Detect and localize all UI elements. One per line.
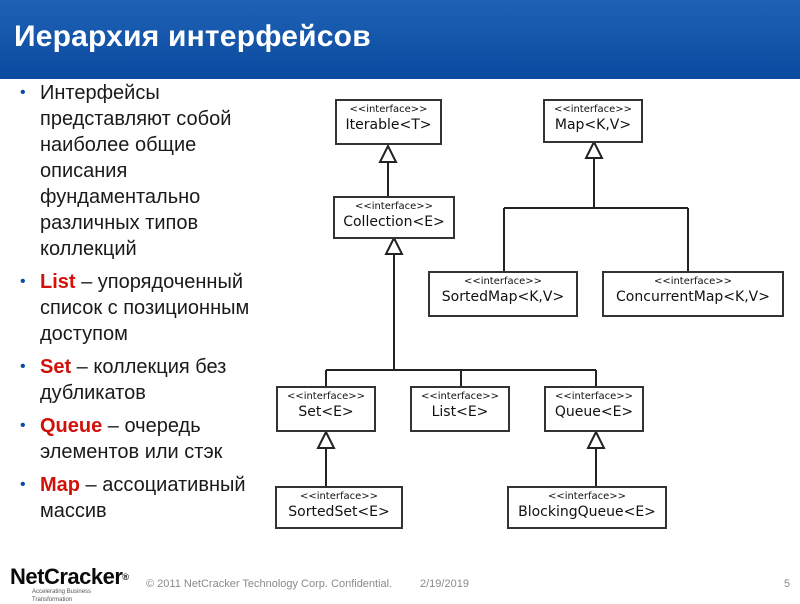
- node-label: BlockingQueue<E>: [518, 504, 656, 520]
- node-map: <<interface>> Map<K,V>: [543, 99, 643, 143]
- bullet-line: список с позиционным: [40, 297, 250, 319]
- stereotype-label: <<interface>>: [354, 201, 434, 212]
- keyword-queue: Queue: [40, 415, 103, 437]
- node-concurrentmap: <<interface>> ConcurrentMap<K,V>: [602, 271, 784, 317]
- logo-text: NetCracker: [10, 564, 123, 589]
- stereotype-label: <<interface>>: [349, 104, 428, 115]
- bullet-line: массив: [40, 500, 107, 522]
- node-list: <<interface>> List<E>: [410, 386, 510, 432]
- bullet-line: – упорядоченный: [75, 271, 244, 293]
- bullet-set-desc: • Set – коллекция без дубликатов: [18, 354, 280, 406]
- bullet-interfaces: • Интерфейсы представляют собой наиболее…: [18, 80, 280, 262]
- node-set: <<interface>> Set<E>: [276, 386, 376, 432]
- bullet-line: – очередь: [102, 415, 201, 437]
- arrowhead-map-icon: [584, 139, 604, 159]
- node-label: Set<E>: [298, 404, 354, 420]
- footer-date: 2/19/2019: [420, 578, 469, 590]
- stereotype-label: <<interface>>: [553, 104, 633, 115]
- bullet-dot-icon: •: [20, 476, 26, 493]
- stereotype-label: <<interface>>: [286, 391, 366, 402]
- node-label: SortedSet<E>: [288, 504, 390, 520]
- bullet-queue-desc: • Queue – очередь элементов или стэк: [18, 413, 280, 465]
- bullet-line: элементов или стэк: [40, 441, 223, 463]
- footer-copyright: © 2011 NetCracker Technology Corp. Confi…: [146, 578, 393, 590]
- keyword-list: List: [40, 271, 76, 293]
- bullet-line: доступом: [40, 323, 128, 345]
- node-collection: <<interface>> Collection<E>: [333, 196, 455, 239]
- node-label: ConcurrentMap<K,V>: [616, 289, 770, 305]
- arrowhead-set-icon: [316, 429, 336, 449]
- node-sortedset: <<interface>> SortedSet<E>: [275, 486, 403, 529]
- stereotype-label: <<interface>>: [463, 276, 543, 287]
- bullet-list-desc: • List – упорядоченный список с позицион…: [18, 269, 280, 347]
- bullet-dot-icon: •: [20, 273, 26, 290]
- header-bar: Иерархия интерфейсов: [0, 0, 800, 79]
- node-iterable: <<interface>> Iterable<T>: [335, 99, 442, 145]
- bullet-line: различных типов: [40, 212, 199, 234]
- node-sortedmap: <<interface>> SortedMap<K,V>: [428, 271, 578, 317]
- bullet-line: – коллекция без: [71, 356, 227, 378]
- bullet-line: фундаментально: [40, 186, 201, 208]
- bullet-dot-icon: •: [20, 84, 26, 101]
- logo-registered-mark: ®: [122, 572, 129, 582]
- bullet-map-desc: • Map – ассоциативный массив: [18, 472, 280, 524]
- bullet-line: наиболее общие: [40, 134, 197, 156]
- node-label: Collection<E>: [343, 214, 445, 230]
- node-blockingqueue: <<interface>> BlockingQueue<E>: [507, 486, 667, 529]
- page-number: 5: [784, 578, 791, 590]
- node-label: SortedMap<K,V>: [441, 289, 565, 305]
- stereotype-label: <<interface>>: [547, 491, 627, 502]
- arrowhead-iterable-icon: [378, 143, 398, 163]
- arrowhead-collection-icon: [384, 235, 404, 255]
- slide-title: Иерархия интерфейсов: [14, 20, 371, 53]
- bullet-line: дубликатов: [40, 382, 146, 404]
- bullet-line: коллекций: [40, 238, 137, 260]
- stereotype-label: <<interface>>: [420, 391, 500, 402]
- bullet-dot-icon: •: [20, 358, 26, 375]
- bullet-line: – ассоциативный: [80, 474, 246, 496]
- stereotype-label: <<interface>>: [299, 491, 379, 502]
- node-label: List<E>: [431, 404, 489, 420]
- stereotype-label: <<interface>>: [554, 391, 634, 402]
- bullet-line: описания: [40, 160, 128, 182]
- node-label: Iterable<T>: [345, 117, 432, 133]
- logo-tagline: Accelerating Business Transformation: [32, 589, 92, 603]
- keyword-map: Map: [40, 474, 80, 496]
- node-label: Queue<E>: [554, 404, 634, 420]
- bullet-line: Интерфейсы: [40, 82, 160, 104]
- arrowhead-queue-icon: [586, 429, 606, 449]
- keyword-set: Set: [40, 356, 72, 378]
- bullet-line: представляют собой: [40, 108, 232, 130]
- bullet-list: • Интерфейсы представляют собой наиболее…: [18, 80, 280, 531]
- node-queue: <<interface>> Queue<E>: [544, 386, 644, 432]
- netcracker-logo: NetCracker® Accelerating Business Transf…: [10, 564, 129, 604]
- bullet-dot-icon: •: [20, 417, 26, 434]
- stereotype-label: <<interface>>: [653, 276, 733, 287]
- node-label: Map<K,V>: [554, 117, 632, 133]
